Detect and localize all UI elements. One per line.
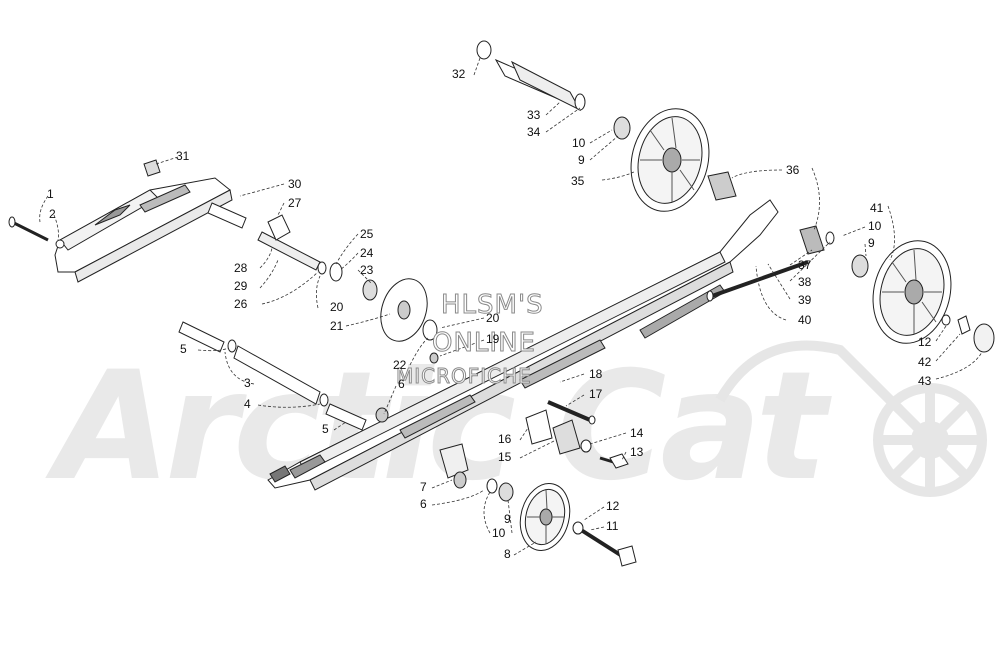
callout-label: 37 [798,258,812,272]
callout-leader-lines [40,58,982,555]
callout-label: 39 [798,293,812,307]
callout-label: 5 [322,422,329,436]
callout-label: 18 [589,367,603,381]
callout-label: 33 [527,108,541,122]
callout-label: 17 [589,387,603,401]
callout-label: 14 [630,426,644,440]
callout-label: 9 [504,512,511,526]
callout-label: 25 [360,227,374,241]
callout-label: 22 [393,358,407,372]
idler-wheel-41 [863,232,962,351]
brand-watermark: Arctic Cat [55,340,827,514]
callout-label: 9 [578,153,585,167]
callout-label: 31 [176,149,190,163]
callout-label: 12 [918,335,932,349]
callout-label: 8 [504,547,511,561]
callout-label: 13 [630,445,644,459]
callout-label: 3 [244,376,251,390]
callout-label: 10 [868,219,882,233]
callout-label: 1 [47,187,54,201]
left-slide-rail [55,178,232,282]
callout-label: 10 [572,136,586,150]
idler-wheel-21 [373,273,435,347]
callout-label: 6 [420,497,427,511]
callout-label: 30 [288,177,302,191]
callout-label: 29 [234,279,248,293]
callout-label: 24 [360,246,374,260]
callout-label: 42 [918,355,932,369]
callout-label: 34 [527,125,541,139]
callout-label: 16 [498,432,512,446]
callout-label: 26 [234,297,248,311]
callout-label: 9 [868,236,875,250]
callout-label: 40 [798,313,812,327]
callout-label: 15 [498,450,512,464]
idler-wheel-35 [621,100,720,219]
watermark-line-2: ONLINE [432,328,536,359]
watermark-line-3: MICROFICHE [396,364,532,389]
callout-label: 4 [244,397,251,411]
callout-label: 10 [492,526,506,540]
callout-label: 7 [420,480,427,494]
idler-wheel-8 [513,478,576,556]
callout-label: 38 [798,275,812,289]
callout-label: 12 [606,499,620,513]
callout-label: 6 [398,377,405,391]
callout-label: 35 [571,174,585,188]
callout-label: 32 [452,67,466,81]
callout-label: 20 [486,311,500,325]
callout-label: 43 [918,374,932,388]
callout-label: 19 [486,332,500,346]
watermark-line-1: HLSM'S [441,290,544,321]
callout-label: 11 [606,519,619,533]
callout-label: 41 [870,201,884,215]
watermark-wheel-graphic [720,346,982,492]
callout-label: 23 [360,263,374,277]
callout-label: 2 [49,207,56,221]
shafts-and-spacers [9,41,994,566]
callout-label: 5 [180,342,187,356]
callout-label: 21 [330,319,344,333]
callout-label: 27 [288,196,302,210]
callout-label: 36 [786,163,800,177]
right-slide-rail [268,200,778,490]
callout-label: 28 [234,261,248,275]
callout-label: 20 [330,300,344,314]
